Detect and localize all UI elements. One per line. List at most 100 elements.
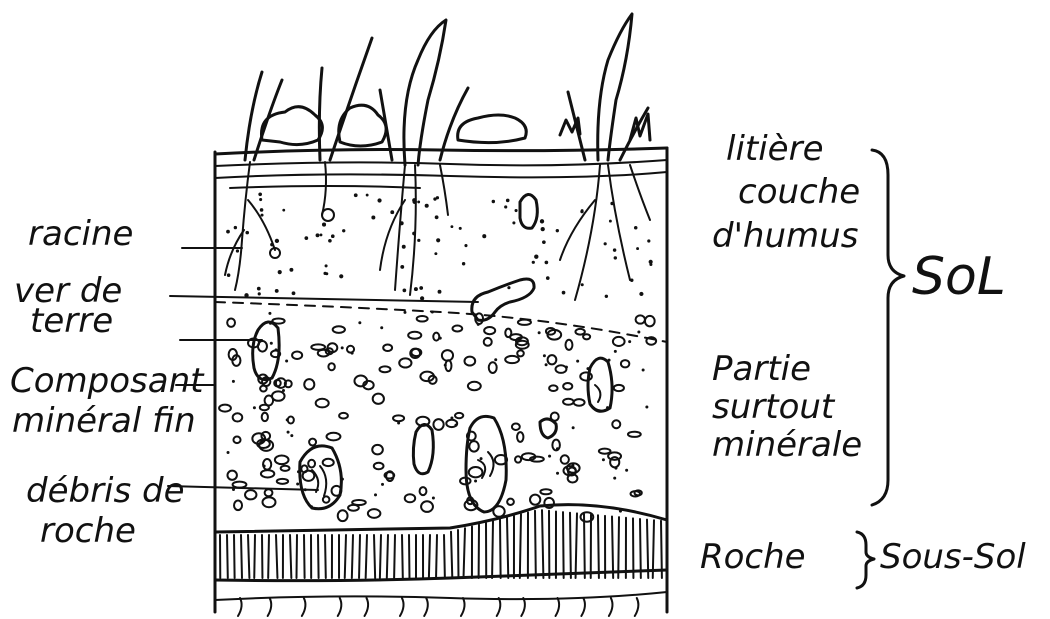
mineral-grain <box>484 338 492 346</box>
label-partie: Partie <box>712 349 811 389</box>
mineral-grain <box>505 356 519 363</box>
rock-stratum-line <box>268 535 269 578</box>
humus-speck <box>605 295 608 298</box>
mineral-grain <box>455 413 463 418</box>
rock-stratum-line <box>359 535 360 578</box>
mineral-grain <box>563 383 572 389</box>
label-humus: d'humus <box>712 216 858 256</box>
humus-speck <box>492 200 495 203</box>
mineral-grain <box>277 479 288 484</box>
humus-speck <box>400 221 404 225</box>
rock-crack <box>556 598 560 616</box>
mineral-grain <box>575 329 584 335</box>
group-label-sol: SoL <box>912 247 1006 307</box>
surface-plants <box>245 14 650 165</box>
humus-speck <box>322 223 326 227</box>
mineral-grain <box>442 350 453 361</box>
humus-speck <box>580 210 583 213</box>
humus-speck <box>316 233 320 237</box>
humus-speck <box>292 291 296 295</box>
mineral-grain <box>464 357 475 366</box>
mineral-grain <box>518 320 531 325</box>
rock-stratum-line <box>352 535 353 578</box>
mineral-grain <box>433 333 439 341</box>
rock-stratum-line <box>576 513 577 578</box>
humus-speck <box>342 229 345 232</box>
humus-speck <box>434 252 437 255</box>
rock-stratum-line <box>387 535 388 578</box>
mineral-grain <box>227 471 236 480</box>
mineral-grain <box>565 340 572 350</box>
mineral-grain <box>468 382 481 390</box>
rock-stratum-line <box>563 512 564 578</box>
rock-stratum-line <box>492 521 493 578</box>
humus-speck <box>542 240 546 244</box>
rock-stratum-line <box>241 535 242 578</box>
mineral-grain <box>517 350 524 356</box>
rock-crack <box>461 598 465 616</box>
mineral-grain <box>421 501 433 512</box>
mineral-speck <box>613 477 616 480</box>
label-surtout: surtout <box>712 387 836 427</box>
braces <box>857 150 904 588</box>
humus-speck <box>425 204 429 208</box>
mineral-speck <box>227 451 230 454</box>
rock-stratum-line <box>374 535 375 578</box>
humus-speck <box>541 227 545 231</box>
humus-speck <box>546 276 550 280</box>
mineral-speck <box>403 311 406 314</box>
humus-speck <box>354 193 358 197</box>
rock-crack <box>424 598 428 616</box>
mineral-speck <box>431 310 434 313</box>
humus-speck <box>556 229 559 232</box>
humus-speck <box>258 292 261 295</box>
mineral-grain <box>373 394 384 404</box>
left-labels: racine ver de terre Composant minéral fi… <box>10 214 205 551</box>
mineral-grain <box>399 358 411 367</box>
mineral-grain <box>379 366 390 372</box>
humus-speck <box>282 209 285 212</box>
rock-stratum-line <box>661 521 662 578</box>
humus-speck <box>323 272 326 275</box>
humus-speck <box>227 273 231 277</box>
mineral-grain <box>233 437 240 444</box>
humus-speck <box>649 263 652 266</box>
label-roche: Roche <box>700 537 806 577</box>
mineral-speck <box>576 360 579 363</box>
mineral-grain <box>292 351 302 358</box>
mineral-grain <box>233 482 247 488</box>
mineral-grain <box>613 337 625 346</box>
mineral-speck <box>571 464 574 467</box>
humus-speck <box>450 225 453 228</box>
mineral-grain <box>433 419 443 430</box>
label-composant-1: Composant <box>10 361 205 401</box>
mineral-speck <box>374 493 377 496</box>
bedrock-band <box>215 505 667 616</box>
mineral-speck <box>290 434 293 437</box>
rock-stratum-line <box>318 535 319 578</box>
mineral-grain <box>339 413 348 419</box>
humus-speck <box>270 243 273 246</box>
humus-speck <box>236 249 239 252</box>
humus-speck <box>562 291 566 295</box>
mineral-grain <box>563 399 574 405</box>
mineral-speck <box>274 348 277 351</box>
mineral-grain <box>540 489 551 494</box>
mineral-speck <box>439 337 442 340</box>
mineral-speck <box>614 350 617 353</box>
mineral-grain <box>417 316 428 322</box>
humus-speck <box>278 270 282 274</box>
leaf-clump-2 <box>339 105 386 146</box>
rock-crack <box>302 598 306 616</box>
mineral-grain <box>393 415 404 421</box>
mineral-grains <box>219 192 656 521</box>
humus-speck <box>506 199 510 203</box>
rock-stratum-line <box>570 513 571 578</box>
rock-stratum-line <box>647 520 648 578</box>
rock-crack <box>497 598 501 616</box>
mineral-speck <box>432 496 435 499</box>
rock-stratum-line <box>276 535 277 578</box>
humus-speck <box>610 202 613 205</box>
rock-stratum-line <box>618 517 619 578</box>
